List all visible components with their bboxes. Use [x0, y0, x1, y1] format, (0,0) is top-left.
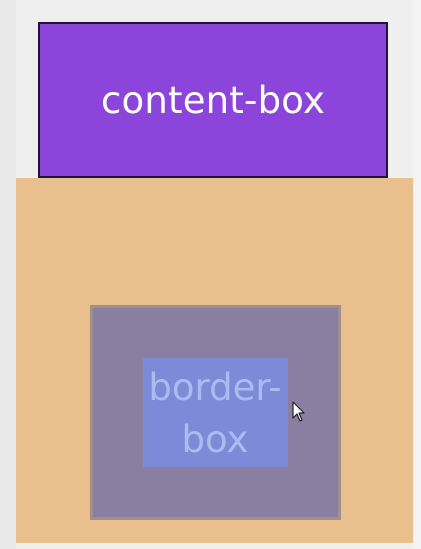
mouse-pointer-icon	[292, 401, 305, 422]
content-box-example: content-box	[38, 22, 388, 178]
border-box-label-line2: box	[181, 418, 249, 461]
content-box-label: content-box	[100, 78, 326, 122]
border-box-label-line1: border-	[148, 366, 282, 409]
border-box-content-area	[143, 358, 288, 467]
right-gutter	[413, 0, 421, 549]
left-gutter	[0, 0, 16, 549]
border-box-label: border- box	[120, 362, 310, 466]
